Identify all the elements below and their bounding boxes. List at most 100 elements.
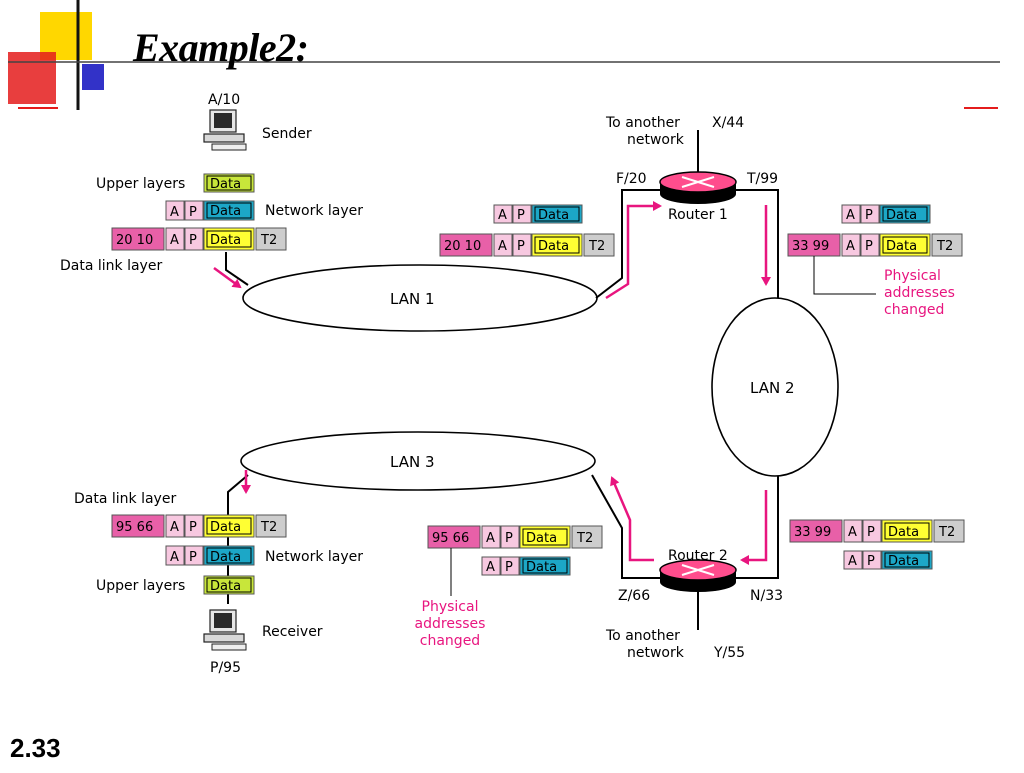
lan2-bottom-frame: 33 99 A P Data T2 — [789, 519, 965, 543]
receiver-label: Receiver — [262, 624, 323, 640]
svg-text:Data: Data — [538, 208, 569, 223]
upper-layers-label-bottom: Upper layers — [96, 578, 185, 594]
sender-computer-icon — [203, 109, 247, 151]
svg-text:Data: Data — [886, 239, 917, 254]
svg-text:P: P — [867, 525, 875, 540]
lan3-network-packet: A P Data — [481, 556, 571, 576]
svg-text:P: P — [189, 205, 197, 220]
svg-text:P: P — [867, 554, 875, 569]
svg-text:T2: T2 — [260, 233, 277, 248]
svg-text:A: A — [498, 239, 507, 254]
svg-text:20 10: 20 10 — [444, 239, 481, 254]
svg-text:Physical: Physical — [884, 268, 941, 284]
router1-network-port: X/44 — [712, 115, 744, 131]
lan2-top-frame: 33 99 A P Data T2 — [787, 233, 963, 257]
data-link-layer-label-top: Data link layer — [60, 258, 162, 274]
sender-label: Sender — [262, 126, 312, 142]
physical-note-top: Physical addresses changed — [884, 268, 955, 318]
svg-text:P: P — [505, 560, 513, 575]
router2-icon — [659, 559, 737, 592]
svg-text:P: P — [865, 208, 873, 223]
slide-title: Example2: — [133, 25, 309, 70]
lan2-top-network-packet: A P Data — [841, 204, 931, 224]
sender-network-packet: A P Data — [165, 200, 255, 221]
svg-text:Data: Data — [888, 554, 919, 569]
svg-text:Data: Data — [210, 550, 241, 565]
sender-address: A/10 — [208, 92, 240, 108]
router2-to-network-1: To another — [605, 628, 680, 644]
receiver-upper-data: Data — [210, 579, 241, 594]
svg-text:T2: T2 — [588, 239, 605, 254]
svg-text:T2: T2 — [938, 525, 955, 540]
lan2-ellipse — [711, 297, 839, 477]
svg-text:T2: T2 — [260, 520, 277, 535]
slide-decoration — [8, 0, 1000, 110]
svg-text:addresses: addresses — [415, 616, 486, 632]
receiver-address: P/95 — [210, 660, 241, 676]
lan2-label: LAN 2 — [750, 379, 795, 397]
svg-text:95 66: 95 66 — [116, 520, 153, 535]
router2-left-port: Z/66 — [618, 588, 650, 604]
svg-text:A: A — [170, 550, 179, 565]
router1-label: Router 1 — [668, 207, 728, 223]
svg-text:Data: Data — [210, 233, 241, 248]
lan1-frame: 20 10 A P Data T2 — [439, 233, 615, 257]
lan3-frame: 95 66 A P Data T2 — [427, 525, 603, 549]
svg-text:95 66: 95 66 — [432, 531, 469, 546]
router2-right-port: N/33 — [750, 588, 783, 604]
router2-label: Router 2 — [668, 548, 728, 564]
svg-text:P: P — [517, 239, 525, 254]
svg-text:33 99: 33 99 — [792, 239, 829, 254]
svg-text:changed: changed — [884, 302, 944, 318]
lan3-ellipse — [240, 431, 596, 491]
router1-icon — [659, 171, 737, 204]
svg-text:P: P — [189, 520, 197, 535]
svg-text:A: A — [498, 208, 507, 223]
data-link-layer-label-bottom: Data link layer — [74, 491, 176, 507]
router1-right-port: T/99 — [746, 171, 778, 187]
receiver-frame: 95 66 A P Data T2 — [111, 514, 287, 538]
svg-text:Data: Data — [538, 239, 569, 254]
sender-upper-data: Data — [210, 177, 241, 192]
svg-text:Physical: Physical — [422, 599, 479, 615]
router1-to-network-2: network — [627, 132, 685, 148]
svg-text:Data: Data — [526, 560, 557, 575]
svg-text:A: A — [846, 239, 855, 254]
lan1-network-packet: A P Data — [493, 204, 583, 224]
svg-text:A: A — [846, 208, 855, 223]
network-layer-label-bottom: Network layer — [265, 549, 363, 565]
svg-text:T2: T2 — [576, 531, 593, 546]
upper-layers-label-top: Upper layers — [96, 176, 185, 192]
network-layer-label-top: Network layer — [265, 203, 363, 219]
lan2-bottom-network-packet: A P Data — [843, 550, 933, 570]
svg-text:A: A — [848, 525, 857, 540]
svg-text:20 10: 20 10 — [116, 233, 153, 248]
svg-text:P: P — [189, 233, 197, 248]
svg-text:P: P — [189, 550, 197, 565]
svg-text:A: A — [486, 560, 495, 575]
svg-text:addresses: addresses — [884, 285, 955, 301]
svg-text:Data: Data — [888, 525, 919, 540]
svg-text:Data: Data — [886, 208, 917, 223]
svg-text:33 99: 33 99 — [794, 525, 831, 540]
physical-note-top-pointer — [813, 256, 876, 295]
svg-text:A: A — [170, 520, 179, 535]
router2-to-network-2: network — [627, 645, 685, 661]
receiver-computer-icon — [203, 609, 247, 651]
router1-to-network-1: To another — [605, 115, 680, 131]
router2-network-port: Y/55 — [713, 645, 745, 661]
svg-text:P: P — [505, 531, 513, 546]
lan3-label: LAN 3 — [390, 453, 435, 471]
svg-text:T2: T2 — [936, 239, 953, 254]
flow-arrows — [213, 201, 771, 565]
sender-frame: 20 10 A P Data T2 — [111, 227, 287, 251]
svg-text:Data: Data — [526, 531, 557, 546]
svg-text:A: A — [170, 233, 179, 248]
lan1-label: LAN 1 — [390, 290, 435, 308]
svg-text:P: P — [865, 239, 873, 254]
router1-left-port: F/20 — [616, 171, 647, 187]
svg-text:A: A — [486, 531, 495, 546]
svg-text:Data: Data — [210, 204, 241, 219]
svg-text:A: A — [170, 205, 179, 220]
svg-text:Data: Data — [210, 520, 241, 535]
